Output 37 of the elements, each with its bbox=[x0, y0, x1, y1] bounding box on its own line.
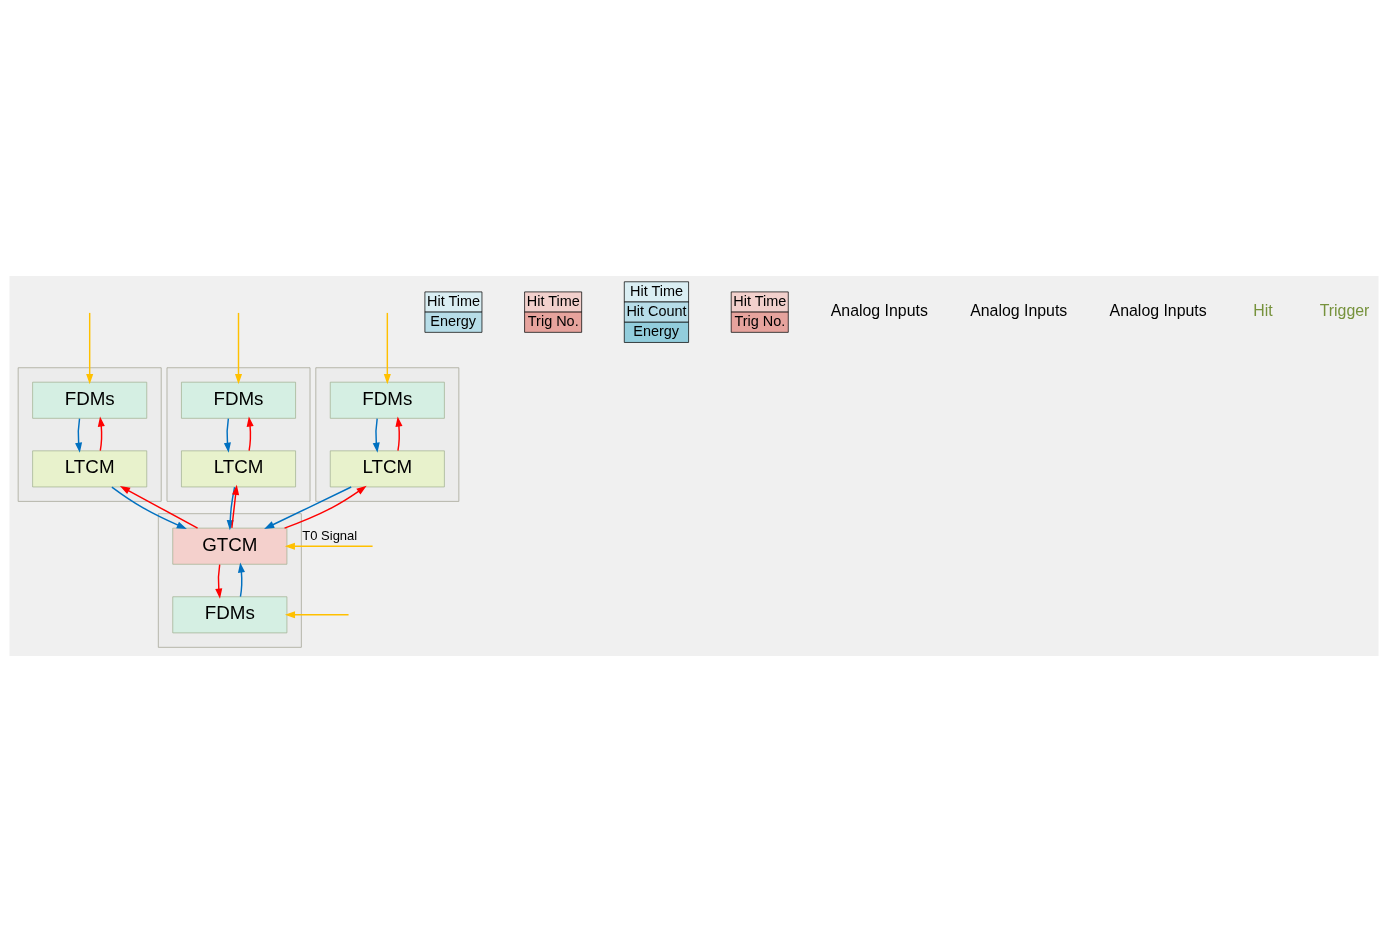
node-box: FDMs bbox=[181, 381, 296, 419]
node-box: LTCM bbox=[32, 450, 148, 488]
arrow bbox=[283, 485, 367, 529]
arrow bbox=[284, 611, 350, 619]
arrow bbox=[215, 563, 223, 599]
label: Analog Inputs bbox=[970, 302, 1068, 320]
arrow bbox=[86, 312, 94, 385]
arrow bbox=[119, 486, 199, 529]
arrow bbox=[237, 562, 245, 598]
node-box: GTCM bbox=[172, 527, 288, 565]
cluster bbox=[315, 367, 460, 502]
node-box: LTCM bbox=[181, 450, 296, 488]
node-box: FDMs bbox=[329, 381, 445, 419]
arrow bbox=[75, 417, 83, 453]
cluster bbox=[157, 513, 302, 648]
arrow bbox=[395, 416, 403, 452]
arrow bbox=[246, 416, 254, 452]
legend-label: Trigger bbox=[1319, 302, 1370, 320]
arrow bbox=[223, 417, 231, 453]
arrow bbox=[264, 486, 352, 529]
arrow bbox=[234, 312, 243, 385]
node-box: LTCM bbox=[329, 450, 445, 488]
arrow bbox=[231, 484, 240, 529]
arrow bbox=[111, 486, 187, 529]
arrow bbox=[284, 542, 374, 550]
node-box: FDMs bbox=[32, 381, 148, 419]
legend-label: Hit bbox=[1253, 302, 1273, 320]
edge-label: T0 Signal bbox=[302, 527, 358, 543]
label: Analog Inputs bbox=[1109, 302, 1207, 320]
cluster bbox=[166, 367, 311, 502]
label: Analog Inputs bbox=[830, 302, 928, 320]
arrow bbox=[372, 417, 380, 453]
arrow bbox=[226, 486, 236, 531]
arrow bbox=[97, 416, 105, 452]
arrow bbox=[383, 312, 391, 385]
cluster bbox=[17, 367, 162, 502]
node-box: FDMs bbox=[172, 596, 288, 634]
